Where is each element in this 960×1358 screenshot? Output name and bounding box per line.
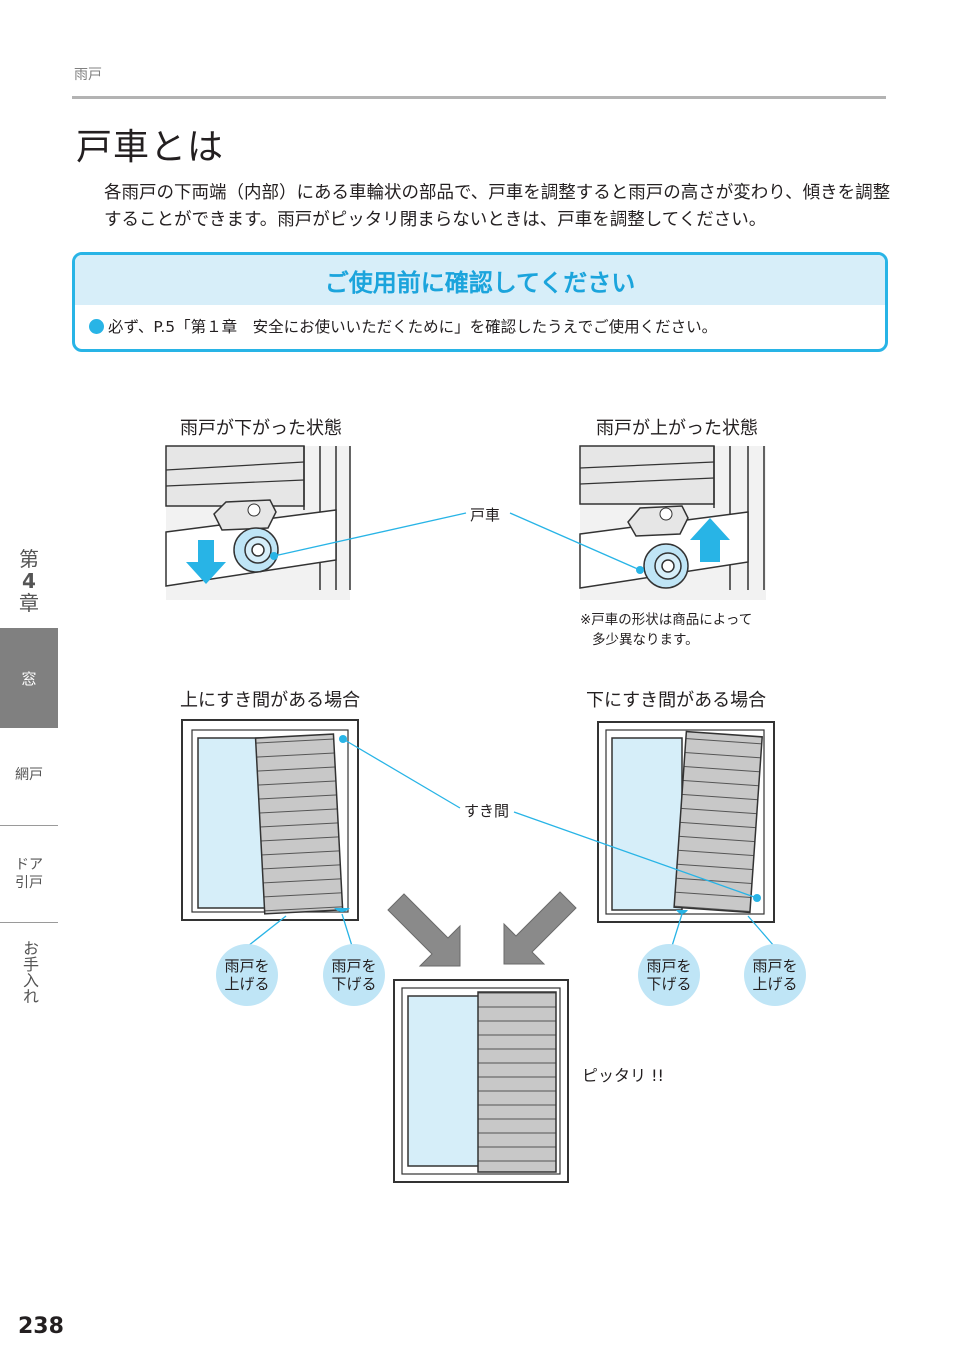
result-label: ピッタリ !! — [582, 1066, 664, 1085]
bubble-line: 雨戸を — [752, 957, 798, 975]
sidebar-item-door[interactable]: ドア 引戸 — [0, 856, 58, 892]
roller-raised-illustration — [579, 445, 766, 600]
bubble-line: 雨戸を — [224, 957, 270, 975]
page-number: 238 — [18, 1314, 64, 1339]
callout-gap: すき間 — [464, 802, 510, 820]
bubble-raise-left: 雨戸を上げる — [216, 944, 278, 1006]
sidebar-item-label: 窓 — [21, 669, 37, 688]
note-shape: ※戸車の形状は商品によって 多少異なります。 — [580, 610, 752, 650]
notice-heading: ご使用前に確認してください — [75, 255, 885, 305]
roller-lowered-illustration — [165, 445, 351, 600]
sidebar-divider — [0, 922, 58, 923]
bubble-line: 上げる — [752, 975, 798, 993]
chapter-number: 4 — [22, 569, 36, 593]
caption-gap-top: 上にすき間がある場合 — [180, 690, 361, 711]
arrow-down-left-icon — [503, 891, 577, 965]
sidebar-item-care[interactable]: お手入れ — [0, 940, 58, 1004]
note-line-2: 多少異なります。 — [592, 632, 699, 648]
notice-box: ご使用前に確認してください 必ず、P.5「第１章 安全にお使いいただくために」を… — [72, 252, 888, 352]
arrow-down-right-icon — [387, 893, 461, 967]
notice-body: 必ず、P.5「第１章 安全にお使いいただくために」を確認したうえでご使用ください… — [75, 305, 885, 337]
bubble-lower-left: 雨戸を下げる — [323, 944, 385, 1006]
chapter-label: 第 4 章 — [0, 548, 58, 614]
intro-text: 各雨戸の下両端（内部）にある車輪状の部品で、戸車を調整すると雨戸の高さが変わり、… — [104, 183, 891, 230]
callout-line-gap-left — [342, 738, 461, 809]
bubble-lower-right: 雨戸を下げる — [638, 944, 700, 1006]
sidebar-divider — [0, 825, 58, 826]
callout-line-roller-left — [273, 512, 467, 557]
sidebar-item-label: お手入れ — [20, 940, 39, 1004]
window-gap-top-illustration — [181, 719, 359, 921]
bubble-line: 上げる — [224, 975, 270, 993]
callout-line-gap-right — [513, 811, 758, 899]
notice-text: 必ず、P.5「第１章 安全にお使いいただくために」を確認したうえでご使用ください… — [108, 318, 718, 336]
chapter-char: 章 — [19, 591, 39, 615]
page-title: 戸車とは — [76, 127, 225, 168]
window-fitted-illustration — [393, 979, 569, 1183]
caption-gap-bottom: 下にすき間がある場合 — [586, 690, 767, 711]
chapter-char: 第 — [19, 547, 39, 571]
callout-roller: 戸車 — [470, 506, 501, 524]
bubble-line: 下げる — [646, 975, 692, 993]
sidebar-item-screen[interactable]: 網戸 — [15, 767, 43, 783]
caption-lowered: 雨戸が下がった状態 — [180, 418, 342, 439]
bubble-line: 雨戸を — [331, 957, 377, 975]
bubble-line: 雨戸を — [646, 957, 692, 975]
caption-raised: 雨戸が上がった状態 — [596, 418, 758, 439]
section-label: 雨戸 — [74, 67, 102, 83]
callout-line-roller-right — [509, 512, 641, 571]
bubble-line: 下げる — [331, 975, 377, 993]
bullet-icon — [89, 318, 104, 334]
header-rule — [72, 96, 886, 99]
bubble-raise-right: 雨戸を上げる — [744, 944, 806, 1006]
note-line-1: ※戸車の形状は商品によって — [580, 612, 753, 628]
sidebar-item-window[interactable]: 窓 — [0, 628, 58, 728]
window-gap-bottom-illustration — [597, 721, 775, 923]
sidebar-item-label: 引戸 — [15, 875, 43, 891]
sidebar-item-label: ドア — [15, 857, 43, 873]
